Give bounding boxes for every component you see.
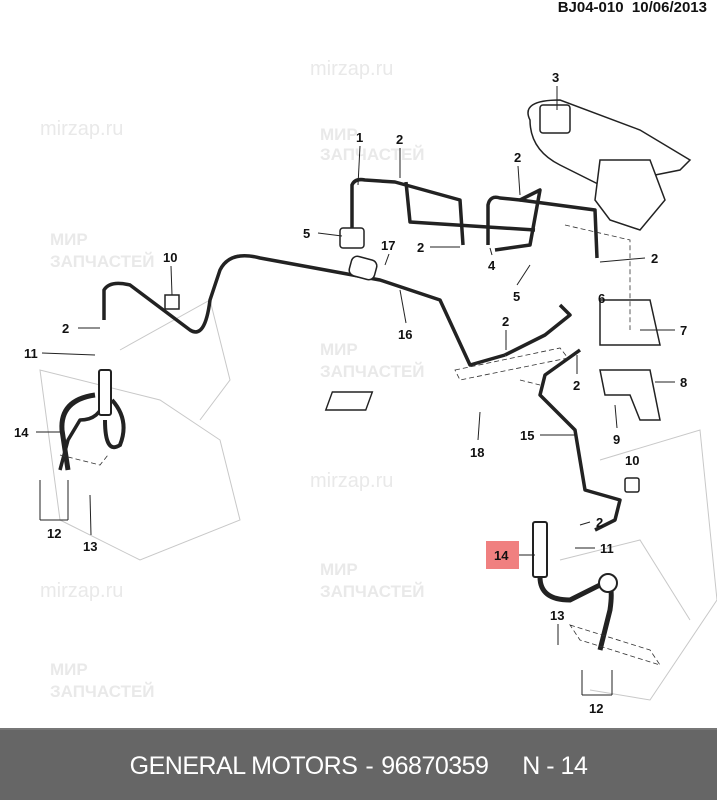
diagram-code: BJ04-010 <box>557 0 624 16</box>
callout-5[interactable]: 5 <box>513 289 520 304</box>
callout-10[interactable]: 10 <box>625 453 639 468</box>
callout-2[interactable]: 2 <box>596 515 603 530</box>
callout-9[interactable]: 9 <box>613 432 620 447</box>
brake-hoses <box>59 369 618 651</box>
footer-text: GENERAL MOTORS-96870359 N - 14 <box>0 752 717 781</box>
callout-14-highlighted[interactable]: 14 <box>494 548 509 563</box>
highlight-box <box>486 541 519 569</box>
callout-13[interactable]: 13 <box>550 608 564 623</box>
svg-text:ЗАПЧАСТЕЙ: ЗАПЧАСТЕЙ <box>320 145 425 164</box>
svg-text:МИР: МИР <box>320 125 358 144</box>
svg-text:ЗАПЧАСТЕЙ: ЗАПЧАСТЕЙ <box>320 582 425 601</box>
callout-4[interactable]: 4 <box>488 258 496 273</box>
svg-text:ЗАПЧАСТЕЙ: ЗАПЧАСТЕЙ <box>50 252 155 271</box>
callout-2[interactable]: 2 <box>502 314 509 329</box>
callout-2[interactable]: 2 <box>396 132 403 147</box>
svg-text:МИР: МИР <box>50 660 88 679</box>
callout-3[interactable]: 3 <box>552 70 559 85</box>
callout-2[interactable]: 2 <box>651 251 658 266</box>
brand: GENERAL MOTORS <box>129 752 358 780</box>
leader-lines <box>59 224 661 666</box>
svg-text:ЗАПЧАСТЕЙ: ЗАПЧАСТЕЙ <box>50 682 155 701</box>
callout-6[interactable]: 6 <box>598 291 605 306</box>
callout-2[interactable]: 2 <box>573 378 580 393</box>
brake-lines-diagram: МИР ЗАПЧАСТЕЙ МИР ЗАПЧАСТЕЙ МИР ЗАПЧАСТЕ… <box>14 58 717 716</box>
callout-8[interactable]: 8 <box>680 375 687 390</box>
diagram-position: N - 14 <box>522 752 588 780</box>
separator: - <box>365 752 374 780</box>
svg-text:МИР: МИР <box>50 230 88 249</box>
callout-11[interactable]: 11 <box>600 541 614 556</box>
svg-text:МИР: МИР <box>320 340 358 359</box>
callout-7[interactable]: 7 <box>680 323 687 338</box>
callout-5[interactable]: 5 <box>303 226 310 241</box>
master-cylinder <box>164 99 692 493</box>
callouts: 3 1 2 2 5 17 2 10 4 2 5 6 16 2 2 7 11 2 … <box>14 70 687 716</box>
callout-lines <box>36 86 675 696</box>
callout-13[interactable]: 13 <box>83 539 97 554</box>
svg-text:МИР: МИР <box>320 560 358 579</box>
svg-text:mirzap.ru: mirzap.ru <box>310 470 393 492</box>
callout-10[interactable]: 10 <box>163 250 177 265</box>
callout-12[interactable]: 12 <box>47 526 61 541</box>
diagram-header: BJ04-010 10/06/2013 <box>558 0 707 16</box>
svg-text:mirzap.ru: mirzap.ru <box>310 58 393 80</box>
svg-text:mirzap.ru: mirzap.ru <box>40 118 123 140</box>
callout-17[interactable]: 17 <box>381 238 395 253</box>
callout-11[interactable]: 11 <box>24 346 38 361</box>
callout-2[interactable]: 2 <box>514 150 521 165</box>
callout-16[interactable]: 16 <box>398 327 412 342</box>
part-number: 96870359 <box>381 752 489 780</box>
callout-1[interactable]: 1 <box>356 130 363 145</box>
callout-2[interactable]: 2 <box>417 240 424 255</box>
callout-14[interactable]: 14 <box>14 425 29 440</box>
footer-bar: GENERAL MOTORS-96870359 N - 14 <box>0 728 717 800</box>
diagram-date: 10/06/2013 <box>631 0 707 16</box>
svg-text:mirzap.ru: mirzap.ru <box>40 580 123 602</box>
callout-2[interactable]: 2 <box>62 321 69 336</box>
callout-15[interactable]: 15 <box>520 428 534 443</box>
callout-18[interactable]: 18 <box>470 445 484 460</box>
callout-12[interactable]: 12 <box>589 701 603 716</box>
svg-text:ЗАПЧАСТЕЙ: ЗАПЧАСТЕЙ <box>320 362 425 381</box>
watermark: МИР ЗАПЧАСТЕЙ МИР ЗАПЧАСТЕЙ МИР ЗАПЧАСТЕ… <box>40 58 425 701</box>
